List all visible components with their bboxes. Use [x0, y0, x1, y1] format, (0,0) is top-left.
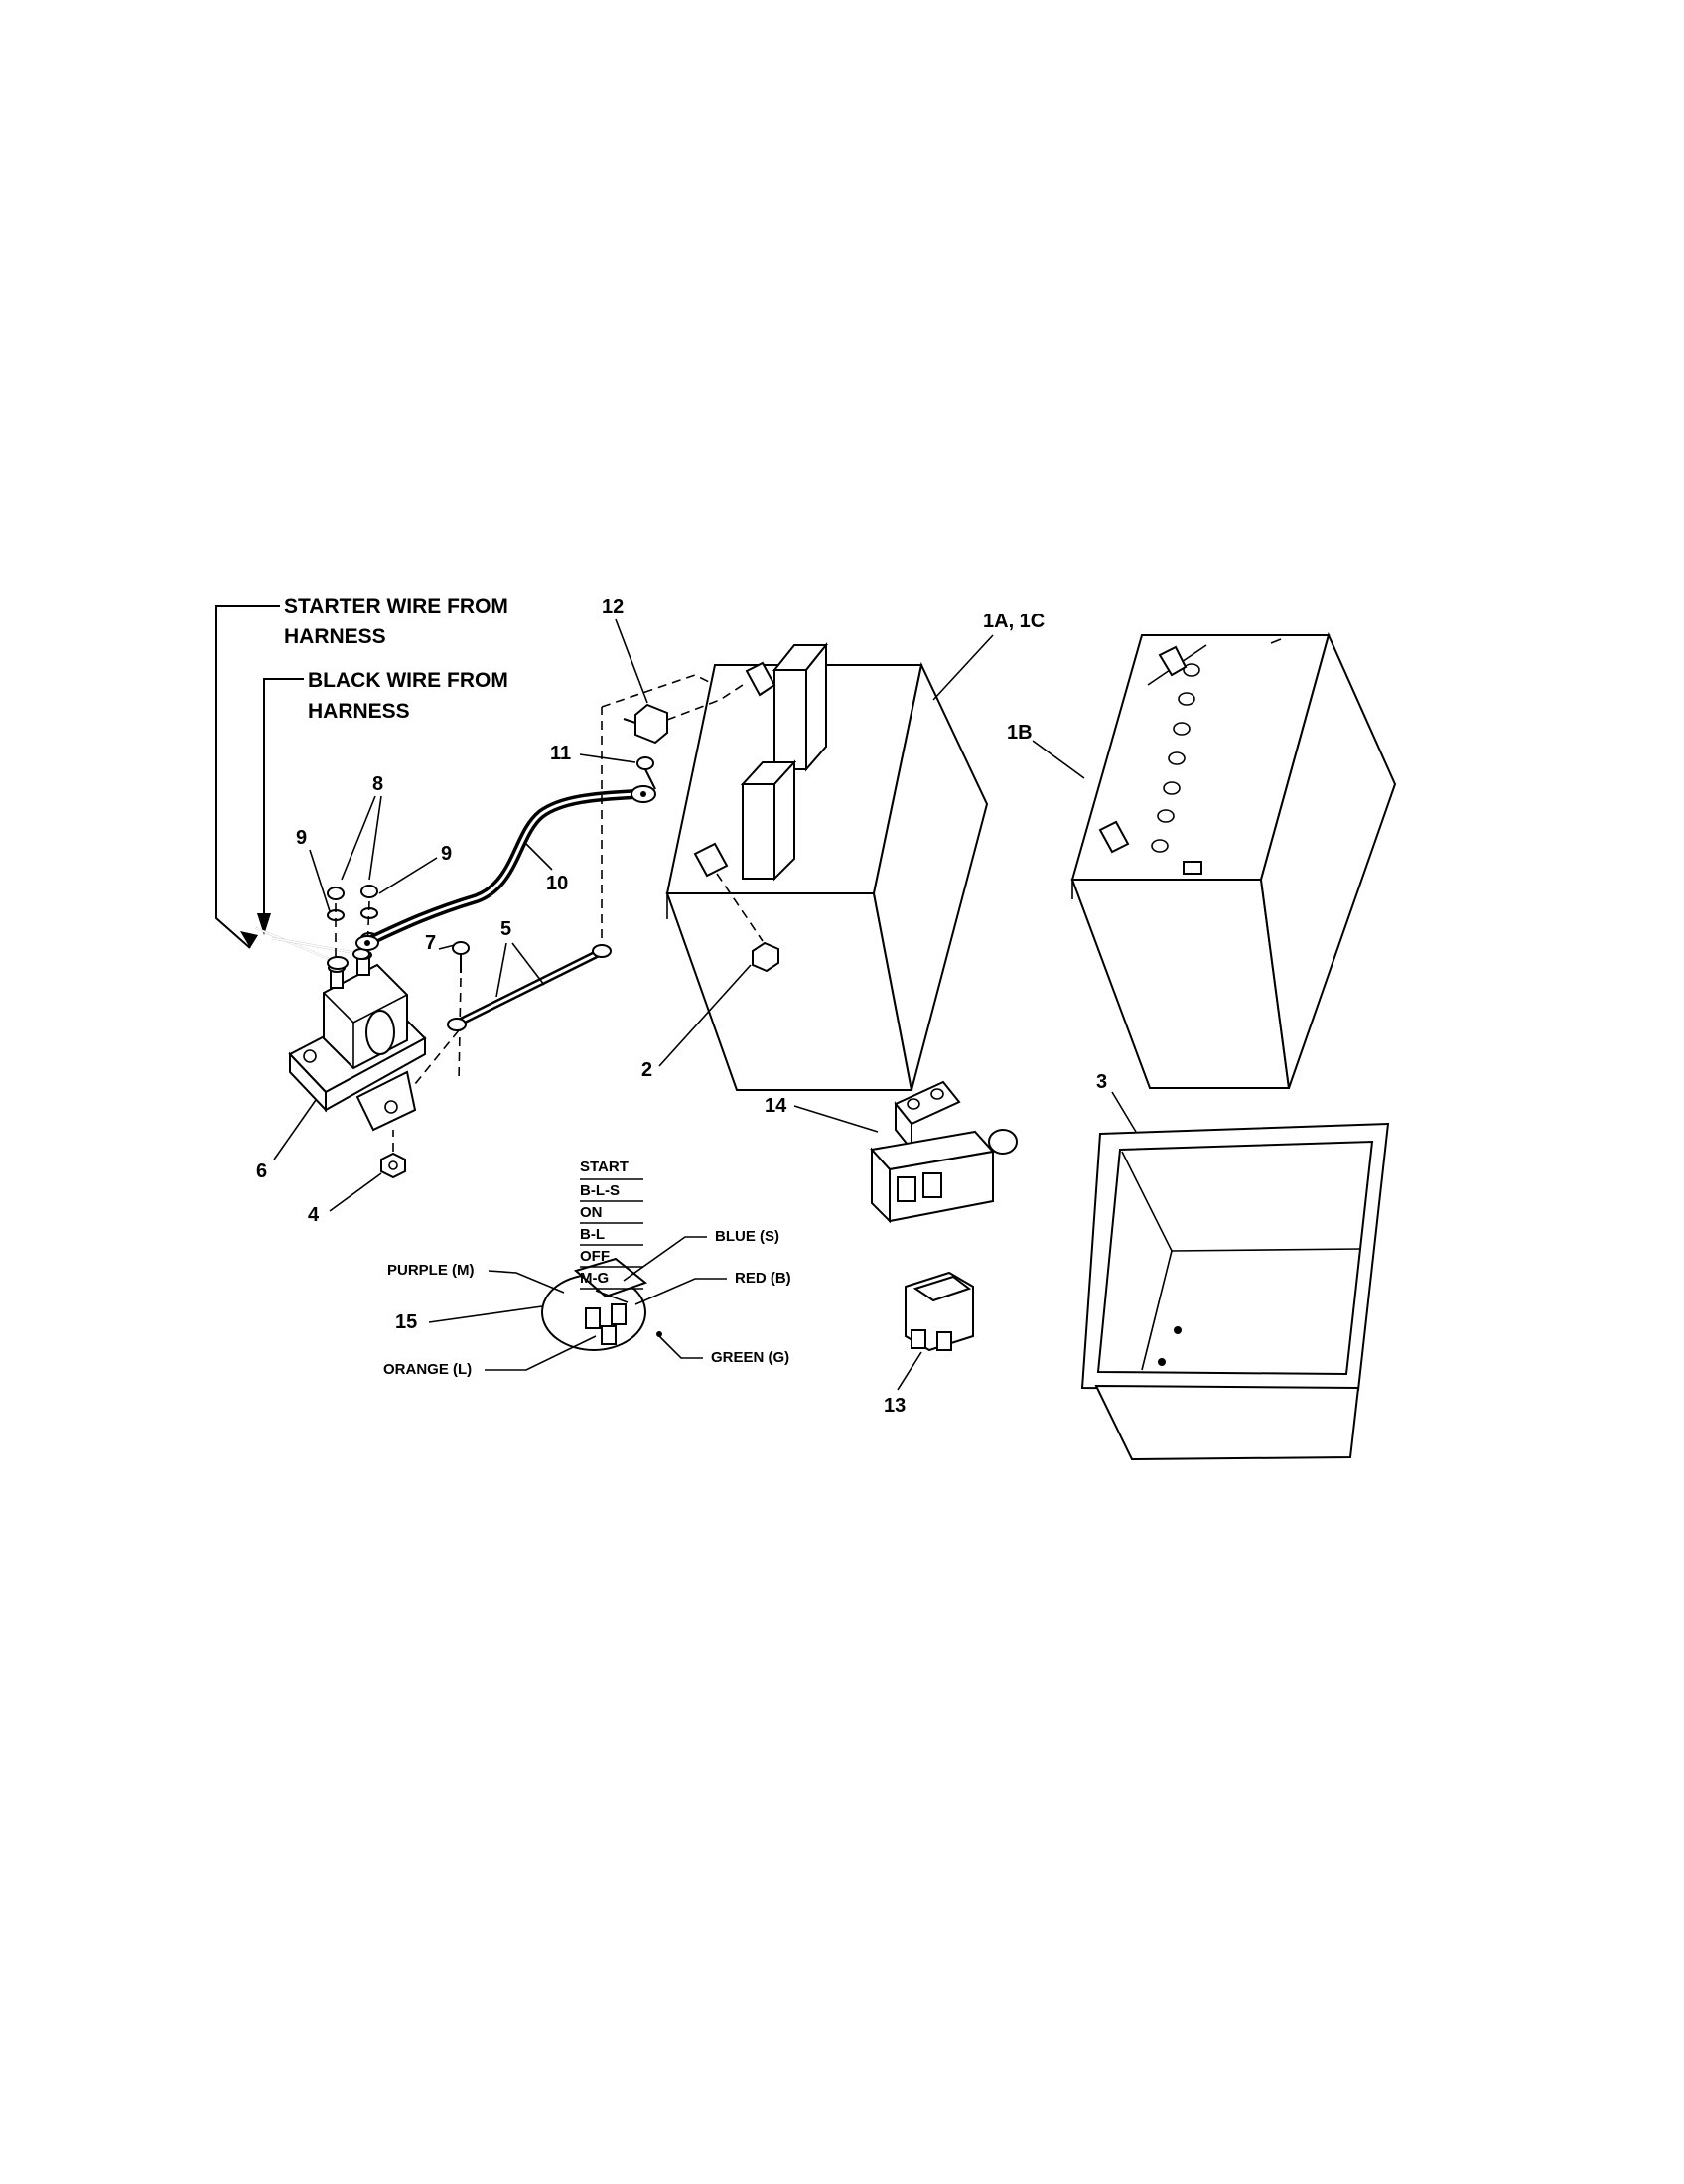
callout-2: 2 — [641, 1059, 652, 1081]
bolt — [452, 941, 470, 1083]
nut — [380, 1130, 406, 1179]
battery-tray — [1080, 1122, 1390, 1461]
solenoid — [288, 950, 427, 1132]
negative-cable — [414, 674, 736, 1085]
battery-cable — [355, 785, 656, 951]
callout-7: 7 — [425, 932, 436, 954]
starter-wire-callout: STARTER WIRE FROM HARNESS — [215, 595, 508, 949]
callout-4: 4 — [308, 1204, 320, 1226]
callout-6: 6 — [256, 1160, 267, 1182]
position-m-g: M-G — [580, 1270, 609, 1287]
position-b-l: B-L — [580, 1226, 605, 1243]
interlock-switch — [870, 1080, 1018, 1224]
wire-color-callouts: PURPLE (M) BLUE (S) RED (B) GREEN (G) OR… — [383, 1228, 791, 1378]
callout-13: 13 — [884, 1395, 906, 1417]
callout-11: 11 — [550, 743, 571, 764]
wire-orange-label: ORANGE (L) — [383, 1361, 472, 1378]
toggle-switch — [905, 1271, 974, 1352]
callout-10: 10 — [546, 873, 568, 894]
starter-wire-bolt — [255, 927, 349, 970]
hold-down-bolt — [623, 684, 744, 745]
black-wire-label-line1: BLACK WIRE FROM — [308, 669, 508, 692]
wire-blue-label: BLUE (S) — [715, 1228, 779, 1245]
callout-1a-1c: 1A, 1C — [983, 611, 1045, 632]
terminal-bolt — [636, 756, 656, 790]
starter-wire-label-line2: HARNESS — [284, 625, 386, 648]
wire-red-label: RED (B) — [735, 1270, 791, 1287]
position-start: START — [580, 1159, 629, 1175]
wire-green-label: GREEN (G) — [711, 1349, 789, 1366]
callout-15: 15 — [395, 1311, 417, 1333]
ignition-switch — [541, 1257, 662, 1351]
black-wire-label-line2: HARNESS — [308, 700, 410, 723]
callout-9-left: 9 — [296, 827, 307, 849]
callout-8: 8 — [372, 773, 383, 795]
position-on: ON — [580, 1204, 603, 1221]
callout-12: 12 — [602, 596, 624, 617]
switch-position-table: START B-L-S ON B-L OFF M-G — [580, 1159, 643, 1290]
callout-9-right: 9 — [441, 843, 452, 865]
position-off: OFF — [580, 1248, 610, 1265]
starter-wire-label-line1: STARTER WIRE FROM — [284, 595, 508, 617]
callout-5: 5 — [500, 918, 511, 940]
callout-1b: 1B — [1007, 722, 1033, 744]
callout-14: 14 — [765, 1095, 787, 1117]
battery-nut — [752, 941, 779, 973]
position-b-l-s: B-L-S — [580, 1182, 620, 1199]
wire-purple-label: PURPLE (M) — [387, 1262, 475, 1279]
black-wire-callout: BLACK WIRE FROM HARNESS — [257, 669, 508, 935]
callout-3: 3 — [1096, 1071, 1107, 1093]
battery-1b — [1070, 632, 1397, 1089]
part-callouts: 12 1A, 1C 1B 11 8 9 9 10 7 5 2 6 — [256, 596, 1137, 1417]
battery-1a-1c — [665, 642, 989, 1091]
